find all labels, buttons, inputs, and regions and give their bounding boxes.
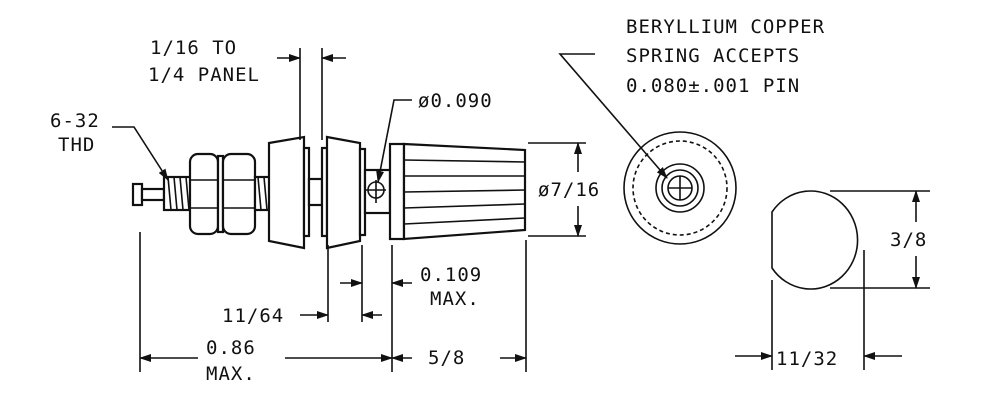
washer-label: 11/64: [222, 305, 284, 327]
callout-line-1: BERYLLIUM COPPER: [626, 16, 825, 38]
body-collar: [388, 142, 406, 241]
hex-nut-2: [221, 152, 257, 236]
panel-dimension: 1/16 TO 1/4 PANEL: [148, 37, 346, 140]
front-view: [623, 131, 737, 245]
pin-shaft: [140, 187, 166, 202]
bottom-dimensions: 0.109 MAX. 11/64 0.86 MAX. 5/8: [139, 232, 527, 385]
end-height-label: 3/8: [890, 229, 927, 251]
body-diameter-label: ø7/16: [538, 179, 600, 201]
overall-label-2: MAX.: [206, 363, 256, 385]
body-length-label: 5/8: [428, 347, 465, 369]
insulator-bushing-2: [325, 135, 362, 250]
panel-shaft: [307, 177, 324, 207]
spring-callout: BERYLLIUM COPPER SPRING ACCEPTS 0.080±.0…: [558, 16, 825, 179]
panel-label-1: 1/16 TO: [150, 37, 237, 59]
thread-label-1: 6-32: [50, 110, 100, 132]
thread-left: [162, 175, 193, 212]
insulator-bushing-1: [267, 135, 306, 250]
thread-label-2: THD: [58, 134, 95, 156]
callout-line-3: 0.080±.001 PIN: [626, 75, 800, 97]
thread-callout: 6-32 THD: [50, 110, 169, 181]
end-view: 3/8 11/32: [735, 190, 930, 370]
gap-label-1: 0.109: [420, 264, 482, 286]
panel-label-2: 1/4 PANEL: [148, 64, 260, 86]
thread-right: [253, 175, 272, 212]
hole-diameter-label: ø0.090: [418, 90, 493, 112]
overall-label-1: 0.86: [206, 337, 256, 359]
hole-diameter-callout: ø0.090: [376, 90, 493, 183]
pin-cap: [131, 182, 144, 207]
callout-line-2: SPRING ACCEPTS: [626, 45, 800, 67]
knurled-body: [402, 142, 527, 241]
end-width-label: 11/32: [776, 348, 838, 370]
cross-hole: [366, 180, 386, 203]
gap-label-2: MAX.: [430, 288, 480, 310]
body-diameter-dimension: ø7/16: [528, 142, 600, 237]
hex-nut-1: [188, 152, 220, 236]
side-view-assembly: [131, 135, 527, 250]
